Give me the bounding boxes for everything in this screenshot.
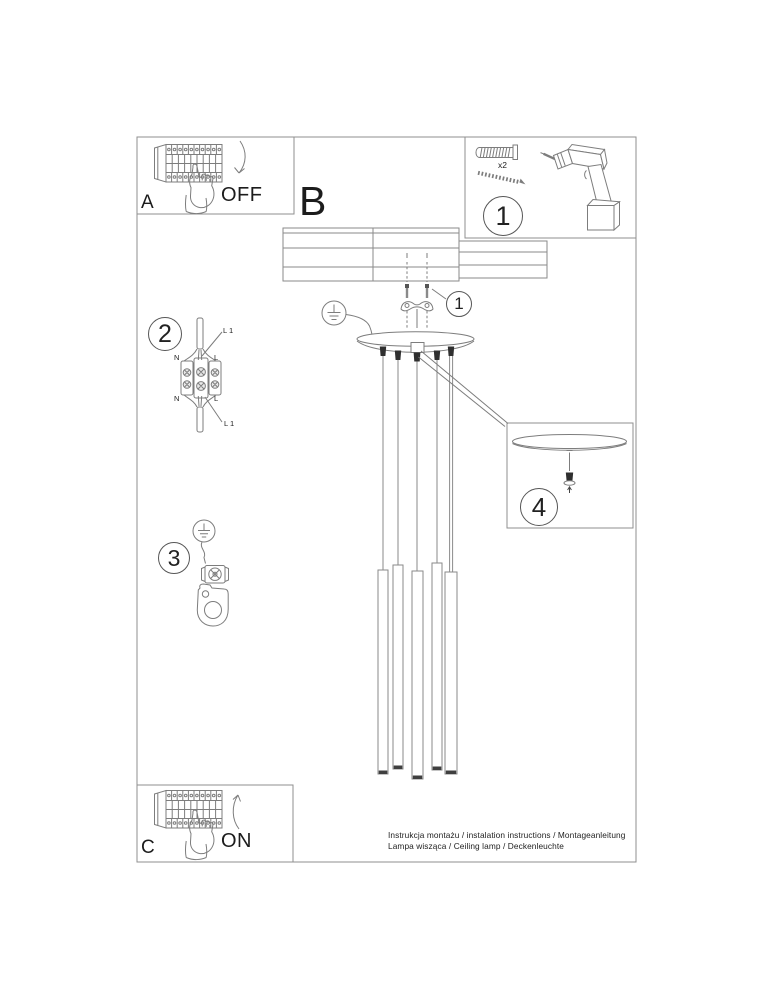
footer-text: Instrukcja montażu / instalation instruc…	[388, 830, 625, 853]
panel-detail-box	[506, 422, 634, 529]
mounting-screw-icon	[477, 170, 526, 185]
panel-a-box	[136, 136, 295, 215]
wire-label-n-top: N	[174, 353, 180, 362]
wire-label-l-top: L	[214, 353, 219, 362]
detail-leader-lines	[418, 350, 509, 427]
step1-leader-line	[431, 288, 447, 300]
power-off-label: OFF	[221, 184, 263, 206]
terminal-block-icon	[180, 317, 223, 433]
footer-line-2: Lampa wisząca / Ceiling lamp / Deckenleu…	[388, 841, 564, 852]
step-1-badge-tools: 1	[483, 196, 523, 236]
ceiling-planks	[282, 227, 548, 282]
panel-tools-box	[464, 136, 637, 239]
wire-label-l1-top: L 1	[223, 326, 234, 335]
panel-c-box	[136, 784, 294, 863]
anchor-quantity: x2	[498, 160, 507, 170]
wire-label-l-bottom: L	[214, 394, 219, 403]
wire-label-l1-bottom: L 1	[224, 419, 235, 428]
ground-clamp-icon	[192, 519, 229, 627]
step-1-badge-screws: 1	[446, 291, 472, 317]
mounting-screws	[405, 253, 429, 329]
wall-anchor-icon	[475, 144, 518, 160]
footer-line-1: Instrukcja montażu / instalation instruc…	[388, 830, 626, 840]
page-border	[136, 136, 637, 863]
cable-glands	[379, 346, 455, 362]
power-drill-icon	[540, 143, 621, 232]
curved-arrow-down-icon	[234, 140, 246, 174]
canopy-underside-detail	[512, 434, 627, 493]
panel-c-label: C	[141, 837, 155, 858]
wire-label-n-bottom: N	[174, 394, 180, 403]
step-2-badge: 2	[148, 317, 182, 351]
earth-ground-icon	[321, 300, 373, 335]
panel-a-label: A	[141, 192, 154, 213]
mounting-strap	[400, 301, 434, 312]
panel-b-label: B	[299, 178, 327, 224]
power-on-label: ON	[221, 830, 252, 852]
curved-arrow-up-icon	[232, 794, 241, 830]
pendant-cables	[382, 356, 454, 572]
step-3-badge: 3	[158, 542, 190, 574]
step-4-badge: 4	[520, 488, 558, 526]
ceiling-canopy	[356, 331, 475, 353]
pendant-tubes	[377, 562, 458, 780]
